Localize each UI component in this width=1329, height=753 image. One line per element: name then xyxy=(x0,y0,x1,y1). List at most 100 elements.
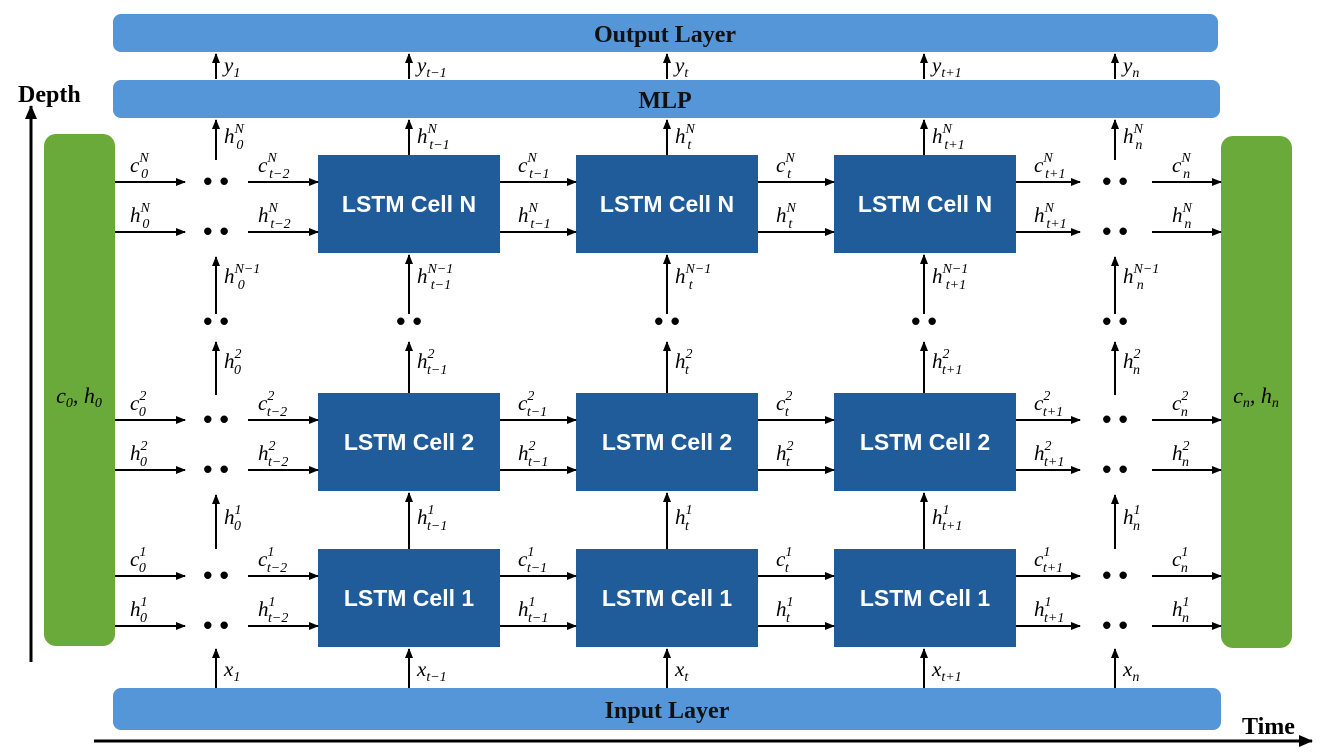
horizontal-ellipsis: • • xyxy=(203,610,228,640)
horizontal-ellipsis: • • xyxy=(203,216,228,246)
output-layer-bar xyxy=(113,14,1218,52)
lstm-cell-label: LSTM Cell N xyxy=(858,191,992,217)
vertical-ellipsis: • • xyxy=(203,306,228,336)
lstm-cells: LSTM Cell N LSTM Cell N LSTM Cell N LSTM Ce… xyxy=(318,155,1016,647)
vertical-ellipsis: • • xyxy=(911,306,936,336)
lstm-cell-label: LSTM Cell 1 xyxy=(602,585,733,611)
lstm-cell-box xyxy=(834,155,1016,253)
output-label: yt xyxy=(673,53,689,81)
vertical-ellipsis: • • xyxy=(654,306,679,336)
depth-axis: Depth xyxy=(18,82,81,662)
lstm-cell-box xyxy=(576,393,758,491)
lstm-cell-box xyxy=(834,549,1016,647)
lstm-cell-label: LSTM Cell 2 xyxy=(860,429,990,455)
input-label: xn xyxy=(1122,657,1139,685)
lstm-cell-label: LSTM Cell 2 xyxy=(602,429,732,455)
initial-state: c0, h0 xyxy=(44,134,115,646)
output-layer-label: Output Layer xyxy=(594,22,736,48)
final-state-label: cn, hn xyxy=(1233,383,1279,411)
input-label: x1 xyxy=(223,657,240,685)
ellipsis-dots: • • • • • • • • • • • • • • • • • • • • • • • • • • •… xyxy=(203,166,1127,640)
depth-axis-label: Depth xyxy=(18,82,81,108)
lstm-cell-box xyxy=(834,393,1016,491)
horizontal-ellipsis: • • xyxy=(203,454,228,484)
horizontal-ellipsis: • • xyxy=(203,166,228,196)
lstm-cell-label: LSTM Cell 1 xyxy=(344,585,475,611)
horizontal-ellipsis: • • xyxy=(1102,454,1127,484)
output-label: y1 xyxy=(222,53,240,81)
horizontal-ellipsis: • • xyxy=(1102,560,1127,590)
input-label: xt+1 xyxy=(931,657,962,685)
output-layer: Output Layer xyxy=(113,14,1218,52)
mlp-bar xyxy=(113,80,1220,118)
lstm-cell-box xyxy=(576,155,758,253)
input-label: xt−1 xyxy=(416,657,447,685)
horizontal-ellipsis: • • xyxy=(1102,404,1127,434)
lstm-cell-label: LSTM Cell 1 xyxy=(860,585,991,611)
horizontal-ellipsis: • • xyxy=(1102,610,1127,640)
horizontal-ellipsis: • • xyxy=(1102,166,1127,196)
horizontal-ellipsis: • • xyxy=(203,560,228,590)
arrows xyxy=(115,53,1222,688)
input-label: xt xyxy=(674,657,689,685)
final-state-bar xyxy=(1221,136,1292,648)
mlp-layer: MLP xyxy=(113,80,1220,118)
vertical-ellipsis: • • xyxy=(396,306,421,336)
initial-state-bar xyxy=(44,134,115,646)
vertical-ellipsis: • • xyxy=(1102,306,1127,336)
lstm-cell-box xyxy=(576,549,758,647)
lstm-cell-label: LSTM Cell N xyxy=(342,191,476,217)
lstm-cell-label: LSTM Cell N xyxy=(600,191,734,217)
input-layer-bar xyxy=(113,688,1221,730)
input-layer: Input Layer xyxy=(113,688,1221,730)
time-axis: Time xyxy=(94,714,1313,747)
lstm-cell-box xyxy=(318,549,500,647)
initial-state-label: c0, h0 xyxy=(56,383,102,411)
time-axis-label: Time xyxy=(1242,714,1295,740)
lstm-cell-label: LSTM Cell 2 xyxy=(344,429,474,455)
lstm-cell-box xyxy=(318,393,500,491)
